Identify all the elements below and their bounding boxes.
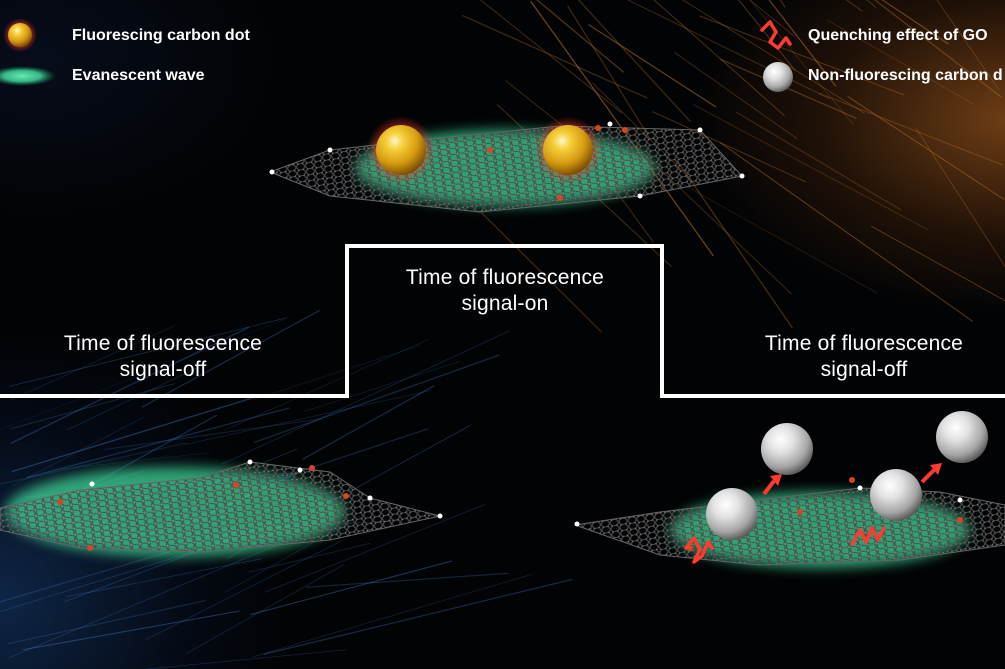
background-streak bbox=[9, 317, 288, 387]
legend-gold-sphere-icon bbox=[3, 18, 37, 52]
background-streak bbox=[719, 142, 973, 322]
background-streak bbox=[682, 0, 865, 114]
background-streak bbox=[263, 578, 573, 656]
background-streak bbox=[306, 572, 509, 588]
background-streak bbox=[735, 111, 902, 211]
background-streak bbox=[720, 58, 857, 119]
signal-step-line bbox=[0, 244, 1005, 398]
background-streak bbox=[141, 309, 321, 408]
phase-right-line2: signal-off bbox=[820, 358, 908, 381]
background-streak bbox=[768, 0, 837, 87]
background-streak bbox=[873, 0, 1002, 98]
non-fluorescing-carbon-dot bbox=[706, 488, 758, 540]
legend-red-squiggle-icon bbox=[760, 20, 792, 50]
phase-left-line1: Time of fluorescence bbox=[63, 332, 263, 355]
phase-middle-line1: Time of fluorescence bbox=[405, 266, 605, 289]
phase-label-middle: Time of fluorescence signal-on bbox=[375, 265, 635, 317]
background-streak bbox=[881, 0, 949, 45]
background-streak bbox=[577, 0, 691, 123]
phase-label-left: Time of fluorescence signal-off bbox=[33, 331, 293, 383]
legend-fluorescing-carbon-dot-label: Fluorescing carbon dot bbox=[72, 27, 250, 44]
background-streak bbox=[870, 225, 1005, 302]
quenching-squiggle-icon bbox=[850, 526, 886, 546]
background-streak bbox=[11, 396, 255, 473]
background-streak bbox=[9, 325, 175, 401]
background-streak bbox=[145, 540, 342, 641]
graphene-sheet-right bbox=[574, 477, 1005, 568]
legend-quenching-label: Quenching effect of GO bbox=[808, 27, 988, 44]
background-streak bbox=[10, 326, 250, 444]
background-streak bbox=[104, 418, 321, 451]
fluorescing-carbon-dot bbox=[367, 116, 435, 184]
background-streak bbox=[223, 338, 430, 431]
fluorescing-carbon-dot bbox=[534, 116, 602, 184]
background-streak bbox=[780, 0, 786, 8]
background-streak bbox=[12, 416, 145, 487]
background-streak bbox=[221, 330, 510, 465]
background-streak bbox=[248, 542, 371, 573]
background-streak bbox=[846, 0, 863, 12]
background-streak bbox=[184, 390, 432, 445]
release-arrow-icon bbox=[762, 474, 782, 496]
background-streak bbox=[847, 96, 1005, 200]
background-streak bbox=[66, 558, 263, 598]
background-streak bbox=[588, 24, 717, 108]
background-streak bbox=[653, 0, 785, 117]
background-streak bbox=[10, 383, 175, 430]
background-streak bbox=[304, 360, 461, 412]
legend-silver-sphere-icon bbox=[763, 62, 793, 92]
phase-right-line1: Time of fluorescence bbox=[764, 332, 964, 355]
background-streak bbox=[699, 15, 905, 96]
background-streak bbox=[251, 573, 533, 658]
background-streak bbox=[936, 0, 999, 90]
non-fluorescing-carbon-dot bbox=[936, 411, 988, 463]
background-streak bbox=[23, 610, 240, 651]
phase-middle-line2: signal-on bbox=[461, 292, 549, 315]
background-streak bbox=[462, 14, 648, 99]
quenching-squiggle-icon bbox=[684, 536, 714, 564]
background-streak bbox=[480, 212, 603, 333]
background-streak bbox=[480, 0, 622, 114]
background-streak bbox=[826, 19, 974, 105]
background-streak bbox=[26, 407, 290, 479]
release-arrow-icon bbox=[920, 463, 942, 484]
background-streak bbox=[652, 111, 807, 183]
background-streak bbox=[536, 0, 625, 73]
background-streak bbox=[676, 160, 793, 329]
background-streak bbox=[185, 564, 344, 655]
phase-label-right: Time of fluorescence signal-off bbox=[734, 331, 994, 383]
graphene-sheet-top bbox=[268, 121, 745, 213]
background-streak bbox=[818, 92, 1004, 166]
background-streak bbox=[264, 504, 485, 593]
phase-left-line2: signal-off bbox=[119, 358, 207, 381]
legend-evanescent-wave-label: Evanescent wave bbox=[72, 67, 205, 84]
background-streak bbox=[62, 452, 210, 470]
background-streak bbox=[302, 385, 435, 460]
background-streak bbox=[866, 0, 877, 8]
background-streak bbox=[915, 127, 1005, 268]
background-streak bbox=[692, 104, 928, 230]
graphene-sheet-left bbox=[0, 459, 443, 557]
background-streak bbox=[252, 344, 421, 401]
non-fluorescing-carbon-dot bbox=[761, 423, 813, 475]
background-streak bbox=[749, 0, 795, 37]
background-streak bbox=[567, 5, 652, 141]
background-streak bbox=[0, 319, 285, 430]
legend-green-ellipse-icon bbox=[0, 66, 56, 86]
background-streak bbox=[253, 354, 500, 444]
background-streak bbox=[674, 52, 798, 140]
background-streak bbox=[8, 542, 283, 659]
background-streak bbox=[8, 599, 206, 645]
background-streak bbox=[0, 442, 187, 485]
non-fluorescing-carbon-dot bbox=[870, 469, 922, 521]
legend-non-fluorescing-carbon-dot-label: Non-fluorescing carbon d bbox=[808, 67, 1003, 84]
background-streak bbox=[144, 649, 347, 669]
background-streak bbox=[250, 560, 453, 616]
